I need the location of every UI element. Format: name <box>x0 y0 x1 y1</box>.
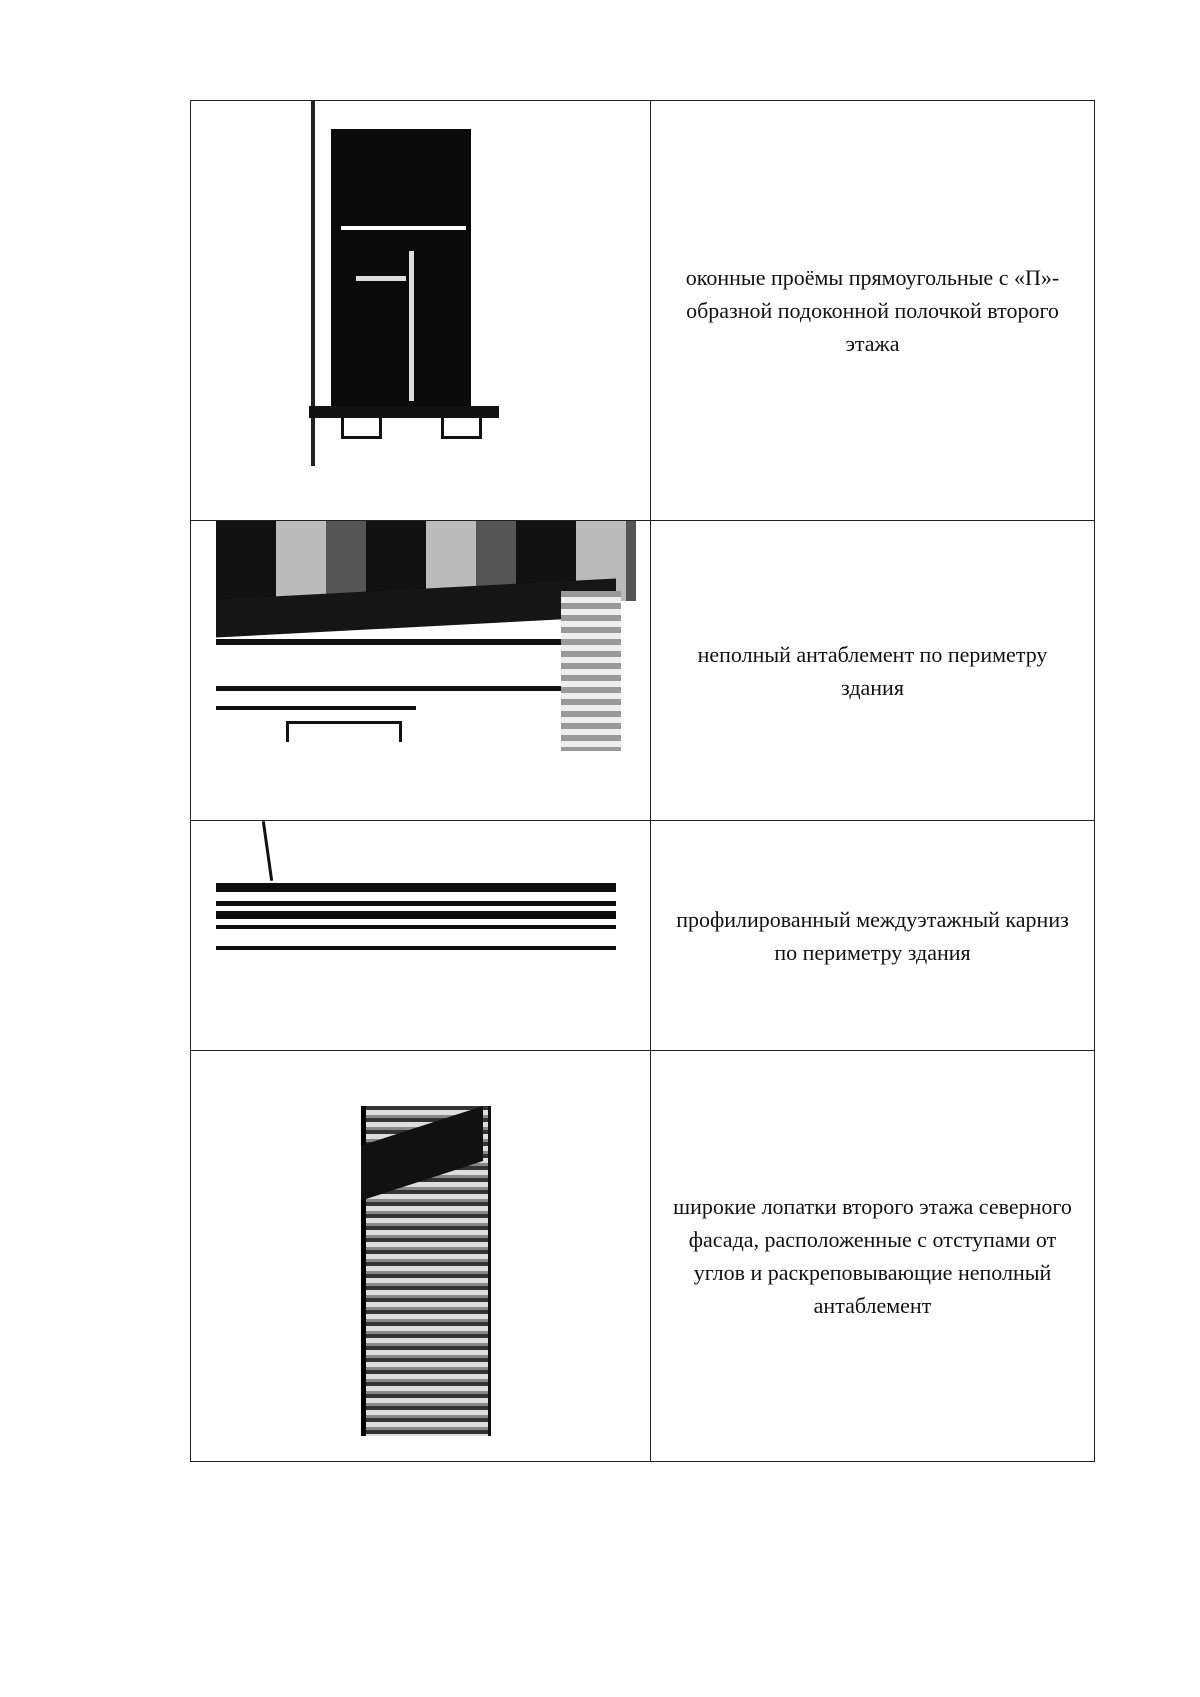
frieze-band <box>216 639 561 645</box>
architrave-band <box>216 686 561 691</box>
window-transom <box>341 226 466 230</box>
side-texture <box>561 591 621 751</box>
cornice-photo <box>191 821 651 1050</box>
entablature-photo <box>191 521 651 820</box>
window-bar <box>356 276 406 281</box>
cornice-line <box>216 946 616 950</box>
cable <box>261 821 274 881</box>
description-cell: неполный антаблемент по периметру здания <box>697 641 1048 700</box>
wall-panel <box>286 721 402 742</box>
window-opening <box>331 129 471 409</box>
description-cell: широкие лопатки второго этажа северного … <box>673 1194 1072 1318</box>
description-cell: оконные проёмы прямоугольные с «П»-образ… <box>685 265 1060 356</box>
sill-bracket <box>441 418 482 439</box>
wall-edge <box>311 101 315 466</box>
architectural-elements-table: оконные проёмы прямоугольные с «П»-образ… <box>190 100 1095 1462</box>
pilaster-photo <box>191 1051 651 1461</box>
architrave-band <box>216 706 416 710</box>
table-row: оконные проёмы прямоугольные с «П»-образ… <box>191 101 1094 521</box>
cornice-line <box>216 883 616 892</box>
table-row: неполный антаблемент по периметру здания <box>191 521 1094 821</box>
window-sill <box>309 406 499 418</box>
table-row: широкие лопатки второго этажа северного … <box>191 1051 1094 1461</box>
description-cell: профилированный междуэтажный карниз по п… <box>676 906 1069 965</box>
table-row: профилированный междуэтажный карниз по п… <box>191 821 1094 1051</box>
window-photo <box>191 101 651 520</box>
cornice-line <box>216 901 616 906</box>
cornice-line <box>216 925 616 929</box>
sill-bracket <box>341 418 382 439</box>
cornice-line <box>216 911 616 919</box>
window-mullion <box>409 251 414 401</box>
